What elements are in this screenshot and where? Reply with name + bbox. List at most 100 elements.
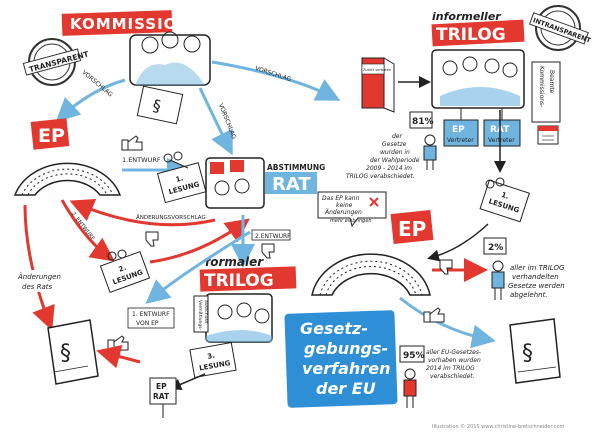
ep-cannot-note: Das EP kann keine Änderungen mehr einbri… [317, 191, 387, 228]
transparent-stamp: TRANSPARENT [22, 38, 90, 86]
commissioner-head-3 [183, 35, 201, 53]
door-icon: Zutritt verboten [361, 57, 395, 113]
informal-trilog-group: informeller TRILOG [431, 10, 525, 109]
arrow-ep-to-law-right [399, 296, 496, 349]
informeller-label: informeller [432, 10, 501, 23]
thumbs-down-icon-right [439, 259, 453, 275]
vote-card-red-2 [230, 160, 244, 172]
kommission-document: § [136, 85, 184, 125]
commissioner-head-1 [141, 36, 159, 54]
ep-rat-sign-line2: RAT [153, 392, 170, 401]
trilog-formal-label: TRILOG [204, 271, 274, 291]
stat-81-text-5: 2009 - 2014 im [366, 165, 412, 172]
stat-81-text-4: der Wahlperiode [370, 157, 420, 164]
lesung3-document: 3. LESUNG [189, 341, 237, 379]
stat-95-person: 95% [399, 345, 425, 408]
label-entwurf2-left: 2. ENTWURF [70, 211, 96, 242]
aenderungen-rat-line1: Änderungen [17, 272, 61, 281]
stat-81-value: 81% [412, 117, 434, 127]
svg-text:1.: 1. [500, 191, 510, 201]
thumbs-down-icon-2 [261, 243, 275, 259]
ep-right-label: EP [398, 217, 426, 241]
title-box-bg [284, 310, 398, 408]
law-document-right: § [509, 318, 561, 384]
ep-left-seats-inner [27, 173, 108, 196]
ep-vertreter-line2: Vertreter [447, 137, 474, 144]
arrow-aenderungen-rat [23, 204, 55, 331]
arrow-aenderungsvorschlag [69, 199, 216, 227]
kommission-group: KOMMISSION § [61, 10, 211, 125]
svg-text:§: § [60, 341, 71, 366]
aenderungen-rat-bg [15, 270, 63, 292]
ep-rat-sign: EP RAT [149, 377, 177, 418]
ep-left-hemicycle [13, 162, 122, 196]
vermittlung-sign [193, 295, 209, 333]
stat-81-text-6: TRILOG verabschiedet. [346, 173, 415, 180]
commissioner-head-2 [161, 31, 179, 49]
thumbs-up-icon-left [107, 335, 129, 351]
trilog-formal-table [206, 330, 272, 342]
svg-text:§: § [522, 341, 533, 366]
cross-icon [369, 197, 379, 207]
ep-vertreter-line1: EP [452, 125, 465, 135]
rat-center-heading: ABSTIMMUNG [267, 163, 325, 172]
arrow-entwurf1-von-ep [145, 230, 251, 304]
label-vorschlag-right: VORSCHLAG [254, 65, 292, 83]
ep-right-hemicycle [311, 253, 431, 296]
kommission-label: KOMMISSION [70, 15, 191, 33]
rat-vertreter-line2: Vertreter [488, 137, 515, 144]
title-line-3: verfahren [302, 359, 390, 378]
trilog-participant-2 [236, 302, 252, 318]
informal-participant-1 [442, 60, 458, 76]
ep-rat-sign-line1: EP [156, 382, 167, 391]
ep-vertreter-sign: EP Vertreter [443, 108, 479, 147]
kommissions-beamte-line1: Kommissions- [538, 66, 545, 107]
vermittlung-sign-line1: Vermittlungs- [197, 300, 203, 331]
label-entwurf1-von-ep-line1: 1. ENTWURF [132, 311, 170, 318]
ep-left-group: EP [13, 118, 122, 196]
ep-right-badge [390, 209, 434, 245]
stat-2-text-4: abgelehnt. [510, 291, 548, 299]
scissors-icon-2 [107, 249, 127, 261]
ep-cannot-line4: mehr einbringen [330, 218, 372, 224]
label-vorschlag-left: VORSCHLAG [81, 69, 115, 99]
rat-member-1 [214, 180, 230, 196]
trilog-informal-label: TRILOG [436, 25, 506, 45]
trilog-informal-badge [431, 19, 525, 47]
trilog-participant-1 [217, 304, 233, 320]
stat-81-text-2: Gesetze [382, 141, 407, 148]
rat-center-group: ABSTIMMUNG RAT [205, 157, 325, 209]
rat-member-2 [234, 178, 250, 194]
kommission-shadow [135, 62, 205, 85]
label-entwurf1: 1.ENTWURF [122, 156, 161, 164]
thumbs-up-icon-right [423, 307, 445, 323]
ep-cannot-line1: Das EP kann [322, 195, 360, 202]
trilog-formal-badge [199, 266, 297, 292]
formal-trilog-group: formaler TRILOG Vermittlungs- ausschuss [193, 255, 297, 343]
rat-center-badge [265, 172, 317, 194]
title-line-2: gebungs- [304, 339, 388, 358]
trilog-participant-3 [254, 308, 270, 324]
kommissions-beamte-sign: Kommissions- Beamte [531, 61, 561, 123]
title-box: Gesetz- gebungs- verfahren der EU [284, 310, 398, 408]
stat-95-text-2: vorhaben wurden [428, 357, 481, 364]
arrow-to-ep-rat [169, 373, 206, 391]
stat-95-text-3: 2014 im TRILOG [426, 365, 475, 372]
vote-card-red [210, 162, 224, 174]
formaler-label: formaler [205, 255, 264, 269]
label-entwurf1-von-ep-line2: VON EP [136, 320, 159, 327]
kommissions-beamte-line2: Beamte [548, 70, 555, 94]
arrow-to-law-left [96, 344, 141, 369]
arrow-lesung2-to-rat [149, 218, 250, 264]
title-line-1: Gesetz- [300, 319, 368, 338]
credit: Illustration © 2015 www.christine-bretsc… [432, 423, 565, 430]
calendar-icon [537, 125, 559, 145]
vermittlung-sign-line2: ausschuss [203, 300, 209, 324]
ep-left-seats [21, 168, 114, 196]
lesung-document-right: 1. LESUNG [479, 179, 530, 223]
aenderungen-rat-line2: des Rats [22, 283, 53, 291]
arrow-entwurf2-left [60, 199, 115, 262]
informal-participant-2 [462, 56, 478, 72]
entwurf1-von-ep-box [127, 307, 175, 329]
